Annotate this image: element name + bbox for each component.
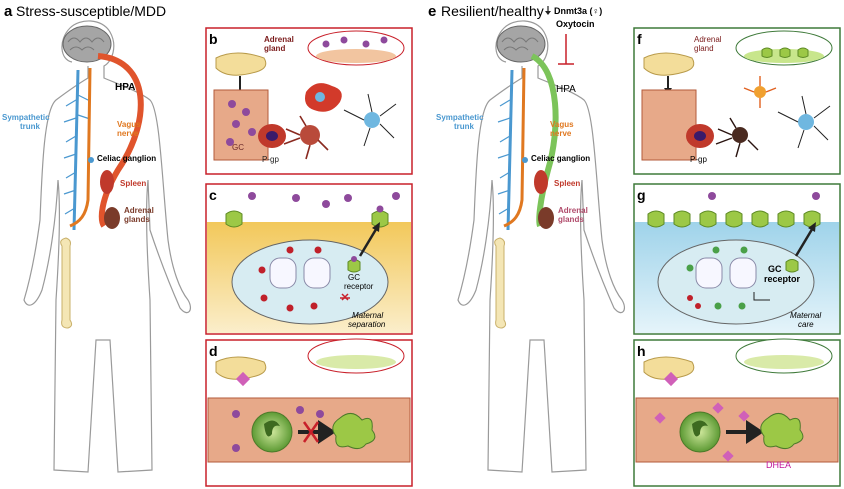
- panel-d-letter: d: [209, 343, 218, 359]
- gc-label: GC: [232, 143, 244, 152]
- astrocyte-icon: [305, 83, 342, 112]
- panel-e-letter: e: [428, 3, 436, 20]
- panel-h-letter: h: [637, 343, 646, 359]
- oxytocin-label: Oxytocin: [556, 19, 595, 29]
- spleen-organ: [100, 170, 114, 194]
- spleen-label-right: Spleen: [554, 179, 580, 188]
- inhibition-bar: [558, 34, 574, 65]
- adrenal-glands-organ-right: [538, 207, 554, 229]
- g-gc-receptor-complex: [785, 259, 799, 273]
- hpa-axis-path-right: [530, 53, 559, 227]
- h-dhea-diamonds: [654, 402, 750, 462]
- f-microglia-icon: [715, 117, 759, 158]
- gc-receptor-complex: [347, 256, 361, 273]
- body-silhouette: [23, 20, 192, 473]
- panel-h: h DHEA: [633, 338, 841, 487]
- vagus-nerve-path: [69, 67, 92, 228]
- f-blood-vessel: [641, 89, 697, 161]
- adrenal-gland-icon: [215, 52, 267, 76]
- d-dhea-diamond: [235, 371, 251, 387]
- inset-gc-molecules: [322, 36, 388, 48]
- sympathetic-trunk-path: [72, 69, 80, 231]
- vagus-nerve-path-right: [503, 67, 526, 228]
- hpa-label: HPA: [115, 82, 135, 93]
- h-adrenal-gland-icon: [643, 356, 695, 380]
- panel-d: d: [205, 338, 413, 487]
- h-dhea-diamond: [663, 371, 679, 387]
- f-pgp-label: P-gp: [690, 155, 707, 164]
- body-silhouette-right: [457, 20, 626, 473]
- gc-molecules: [226, 100, 256, 146]
- femur-icon: [60, 237, 73, 329]
- sympathetic-trunk-path-right: [506, 69, 514, 231]
- hpa-axis-path: [97, 53, 144, 228]
- celiac-ganglion-node: [88, 157, 94, 163]
- brain-icon-right: [496, 25, 546, 63]
- g-methyl-marks: [687, 295, 701, 309]
- neuron-icon: [343, 93, 397, 147]
- sympathetic-branches-right: [497, 99, 511, 215]
- dhea-label: DHEA: [766, 460, 791, 470]
- g-receptors-row: [647, 210, 821, 228]
- receptor-icon: [225, 205, 389, 228]
- panel-e: e Resilient/healthy Dnmt3a (♀) Oxytocin …: [428, 3, 626, 473]
- methyl-marks: [258, 246, 322, 312]
- f-neuron-icon: [777, 95, 831, 149]
- c-gc-molecules: [248, 192, 400, 208]
- panel-g-letter: g: [637, 187, 646, 203]
- microglia-icon: [283, 115, 329, 160]
- g-gc-molecules: [708, 192, 820, 200]
- sympathetic-branches: [63, 94, 91, 215]
- spleen-label: Spleen: [120, 179, 146, 188]
- celiac-ganglion-label-right: Celiac ganglion: [531, 154, 590, 163]
- hpa-label-right: HPA: [556, 84, 576, 95]
- panel-a: a Stress-susceptible/MDD HPA Sympathetic…: [2, 3, 192, 473]
- nucleosome-icon: [269, 257, 331, 289]
- celiac-ganglion-label: Celiac ganglion: [97, 154, 156, 163]
- panel-f-letter: f: [637, 31, 642, 47]
- f-adrenal-gland-icon: [643, 52, 695, 76]
- f-pgp-transporter: [686, 124, 714, 148]
- d-adrenal-gland-icon: [215, 356, 267, 380]
- dnmt3a-label: Dnmt3a (♀): [554, 6, 602, 16]
- d-gc-molecules: [232, 406, 324, 452]
- femur-icon-right: [494, 237, 507, 329]
- pgp-label: P-gp: [262, 155, 279, 164]
- panel-c-letter: c: [209, 187, 217, 203]
- g-acetyl-marks: [686, 246, 748, 310]
- panel-a-letter: a: [4, 3, 13, 20]
- f-inset-receptors: [761, 47, 809, 58]
- panel-e-title: Resilient/healthy: [441, 3, 544, 19]
- d-blocked-cross: [302, 421, 320, 443]
- g-nucleosome-icon: [695, 257, 757, 289]
- spleen-organ-right: [534, 170, 548, 194]
- panel-a-title: Stress-susceptible/MDD: [16, 3, 166, 19]
- f-astrocyte-icon: [743, 76, 777, 108]
- d-activated-monocyte: [332, 413, 376, 450]
- panel-b-letter: b: [209, 31, 218, 47]
- adrenal-glands-organ: [104, 207, 120, 229]
- celiac-ganglion-node-right: [522, 157, 528, 163]
- pgp-transporter: [258, 124, 286, 148]
- brain-icon: [62, 25, 112, 63]
- h-activated-monocyte: [760, 413, 804, 450]
